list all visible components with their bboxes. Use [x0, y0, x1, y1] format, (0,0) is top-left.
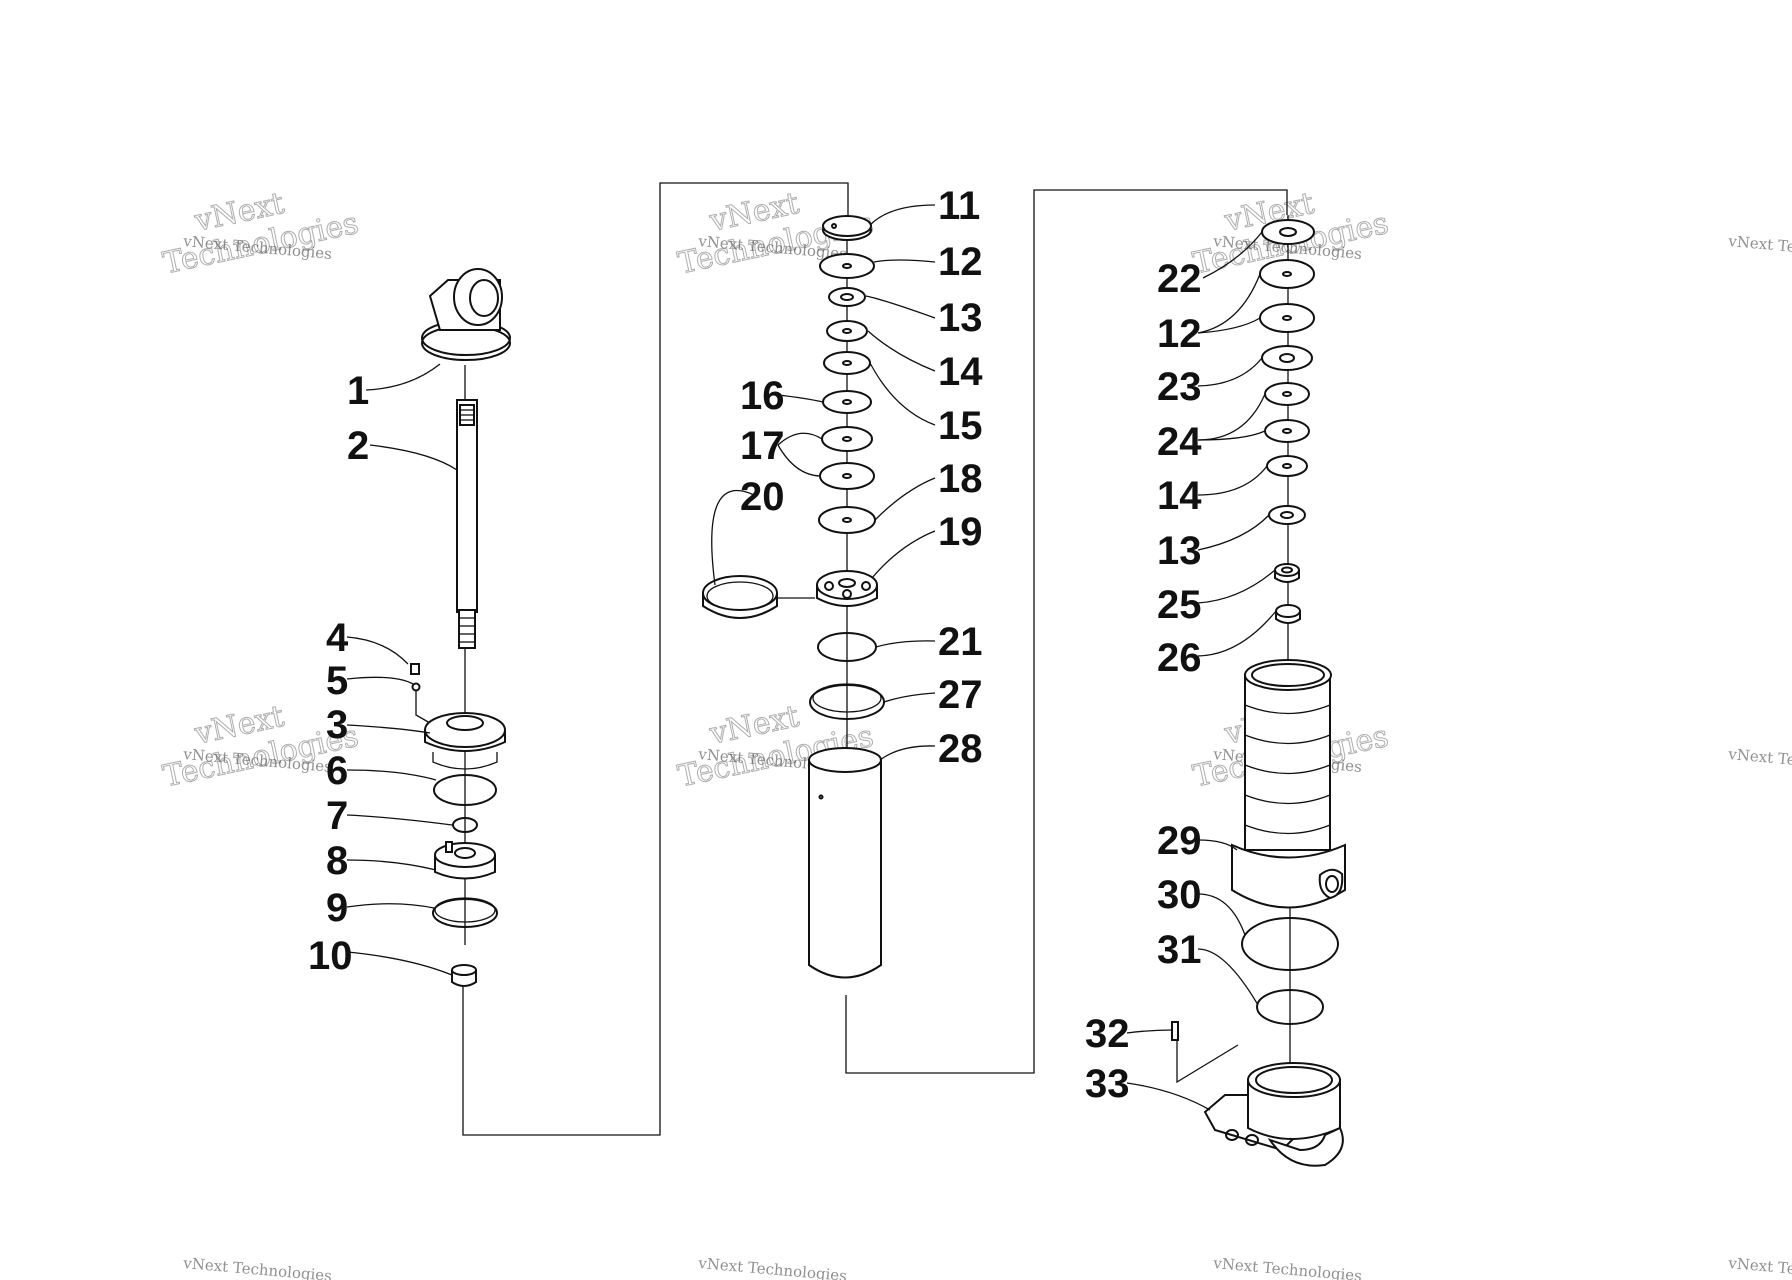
part-16-washer: [822, 390, 872, 414]
callout-9: 9: [326, 886, 348, 930]
leader-line: [1176, 1040, 1239, 1084]
callout-2: 2: [347, 424, 369, 468]
connector-line: [462, 182, 849, 1136]
part-8-piston: [434, 841, 496, 880]
part-14-washer-b: [1266, 455, 1308, 477]
callout-28: 28: [938, 727, 983, 771]
callout-12: 12: [938, 240, 983, 284]
part-4-set-screw: [410, 663, 420, 675]
part-13-washer-b: [1268, 505, 1306, 525]
callout-labels: 1 2 3 4 5 6 7 8 9 10 11 12 13 14 15 16 1…: [308, 184, 1202, 1106]
callout-4: 4: [326, 616, 349, 660]
part-15-washer: [823, 351, 871, 375]
callout-8: 8: [326, 839, 348, 883]
part-25-nut: [1274, 563, 1300, 583]
callout-23: 23: [1157, 365, 1202, 409]
callout-21: 21: [938, 620, 983, 664]
connector-line: [845, 189, 1288, 1074]
callout-3: 3: [326, 703, 348, 747]
callout-6: 6: [326, 749, 348, 793]
watermark: vNext Technologies: [697, 1254, 848, 1280]
callout-7: 7: [326, 794, 348, 838]
callout-31: 31: [1157, 928, 1202, 972]
callout-1: 1: [347, 369, 369, 413]
part-12-washer-b: [1259, 259, 1315, 333]
part-20-band: [702, 575, 778, 619]
part-18-washer: [818, 506, 876, 534]
callout-17: 17: [740, 424, 785, 468]
callout-12b: 12: [1157, 312, 1202, 356]
part-3-seal-head: [424, 712, 506, 770]
part-30-o-ring: [1241, 917, 1339, 971]
callout-14b: 14: [1157, 474, 1202, 518]
part-24-washer: [1264, 382, 1310, 443]
callout-20: 20: [740, 475, 785, 519]
watermark: vNext Technologies: [1727, 232, 1792, 263]
part-5-ball: [411, 682, 421, 692]
callout-10: 10: [308, 934, 353, 978]
part-26-nut: [1275, 604, 1301, 624]
part-19-piston: [816, 570, 878, 607]
leader-lines: [346, 204, 1277, 1111]
part-1-eyelet: [421, 268, 511, 361]
callout-22: 22: [1157, 257, 1202, 301]
watermark: vNext Technologies: [1727, 745, 1792, 776]
callout-15: 15: [938, 404, 983, 448]
watermark: vNext Technologies: [182, 1254, 333, 1280]
callout-11: 11: [938, 184, 980, 228]
callout-24: 24: [1157, 420, 1202, 464]
callout-13b: 13: [1157, 529, 1202, 573]
watermark: vNext Technologies: [1212, 1254, 1363, 1280]
part-14-washer: [826, 320, 868, 342]
leader-line: [415, 690, 431, 724]
watermark: vNext Technologies: [1727, 1254, 1792, 1280]
callout-30: 30: [1157, 873, 1202, 917]
callout-13: 13: [938, 296, 983, 340]
callout-25: 25: [1157, 583, 1202, 627]
part-7-o-ring: [452, 817, 478, 833]
part-17-washer: [819, 426, 875, 490]
callout-29: 29: [1157, 819, 1202, 863]
callout-33: 33: [1085, 1062, 1130, 1106]
part-11-cap: [822, 215, 872, 241]
part-33-mount: [1203, 1062, 1344, 1167]
part-29-spring-body: [1231, 659, 1346, 909]
part-6-o-ring: [433, 774, 497, 806]
callout-26: 26: [1157, 636, 1202, 680]
part-32-pin: [1171, 1021, 1179, 1041]
part-22-washer: [1261, 219, 1315, 245]
part-13-washer: [828, 287, 866, 307]
callout-19: 19: [938, 510, 983, 554]
callout-14: 14: [938, 350, 983, 394]
part-23-washer: [1261, 345, 1313, 371]
part-2-shaft: [456, 399, 478, 649]
part-12-washer: [819, 253, 875, 279]
callout-5: 5: [326, 659, 348, 703]
part-9-piston-ring: [432, 897, 498, 928]
part-10-bushing: [451, 964, 477, 987]
callout-32: 32: [1085, 1012, 1130, 1056]
callout-16: 16: [740, 374, 785, 418]
callout-27: 27: [938, 673, 983, 717]
callout-18: 18: [938, 457, 983, 501]
part-31-o-ring: [1256, 989, 1324, 1025]
part-28-reservoir: [808, 747, 882, 979]
